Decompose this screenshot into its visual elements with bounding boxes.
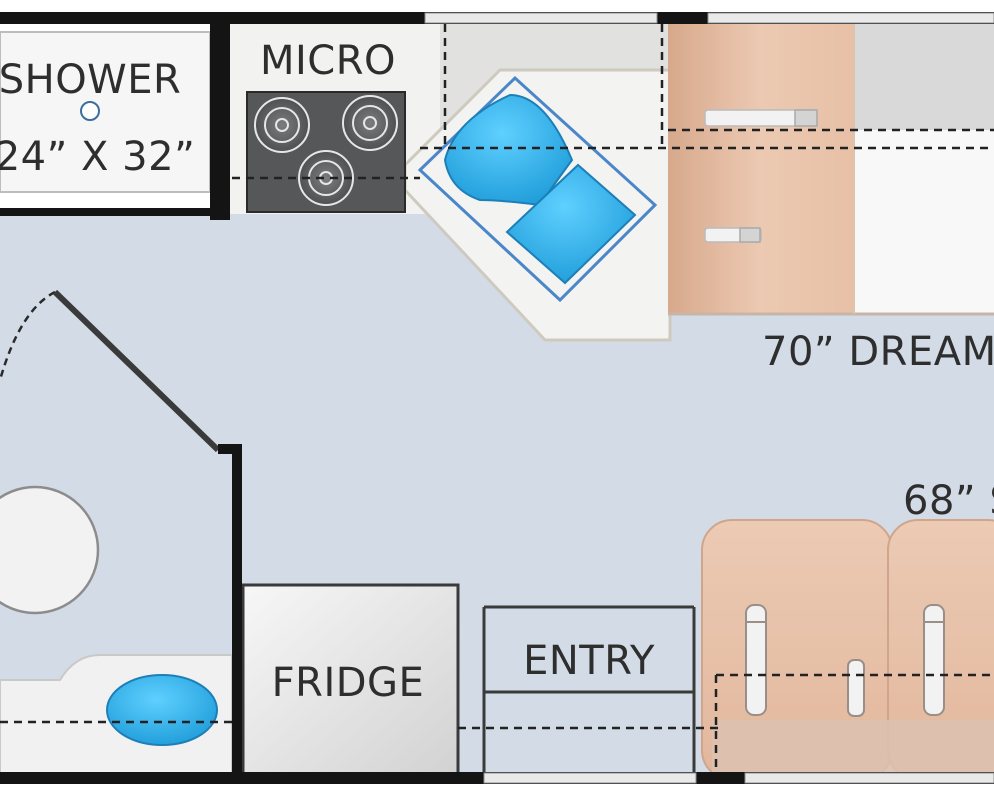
micro-label: MICRO — [260, 38, 396, 84]
bed-mattress — [854, 130, 994, 314]
sofa-label: 68” S — [903, 478, 994, 524]
dinette-cushion-seat — [505, 163, 637, 285]
sofa-seatbelt-1 — [745, 604, 767, 716]
sofa-seatbelt-2 — [847, 659, 865, 717]
shower-inner — [0, 31, 211, 193]
bathroom-sink — [106, 674, 218, 746]
fridge-label: FRIDGE — [272, 660, 425, 706]
shower-drain — [80, 101, 100, 121]
shower-size-label: 24” X 32” — [0, 134, 195, 180]
toilet — [0, 485, 100, 615]
fridge — [241, 583, 460, 777]
bed-headboard — [668, 24, 854, 314]
bathroom-door — [52, 289, 221, 453]
entry-door-opening — [483, 772, 697, 784]
shower-label: SHOWER — [0, 57, 181, 103]
dinette-cushion-back — [443, 93, 574, 207]
sofa-seat-front — [712, 720, 994, 775]
entry-label: ENTRY — [523, 638, 655, 684]
window-bottom-right — [744, 772, 994, 784]
burner-left — [254, 97, 310, 153]
bed-top-panel — [854, 24, 994, 130]
burner-right — [342, 95, 398, 151]
window-top — [424, 12, 658, 24]
bed-label: 70” DREAM I — [762, 329, 994, 375]
window-top-right — [707, 12, 994, 24]
sofa-seatbelt-3 — [923, 604, 945, 716]
seatbelt-upper — [704, 109, 818, 127]
seatbelt-lower — [704, 227, 762, 243]
overhead-dashed-lines — [0, 24, 994, 780]
